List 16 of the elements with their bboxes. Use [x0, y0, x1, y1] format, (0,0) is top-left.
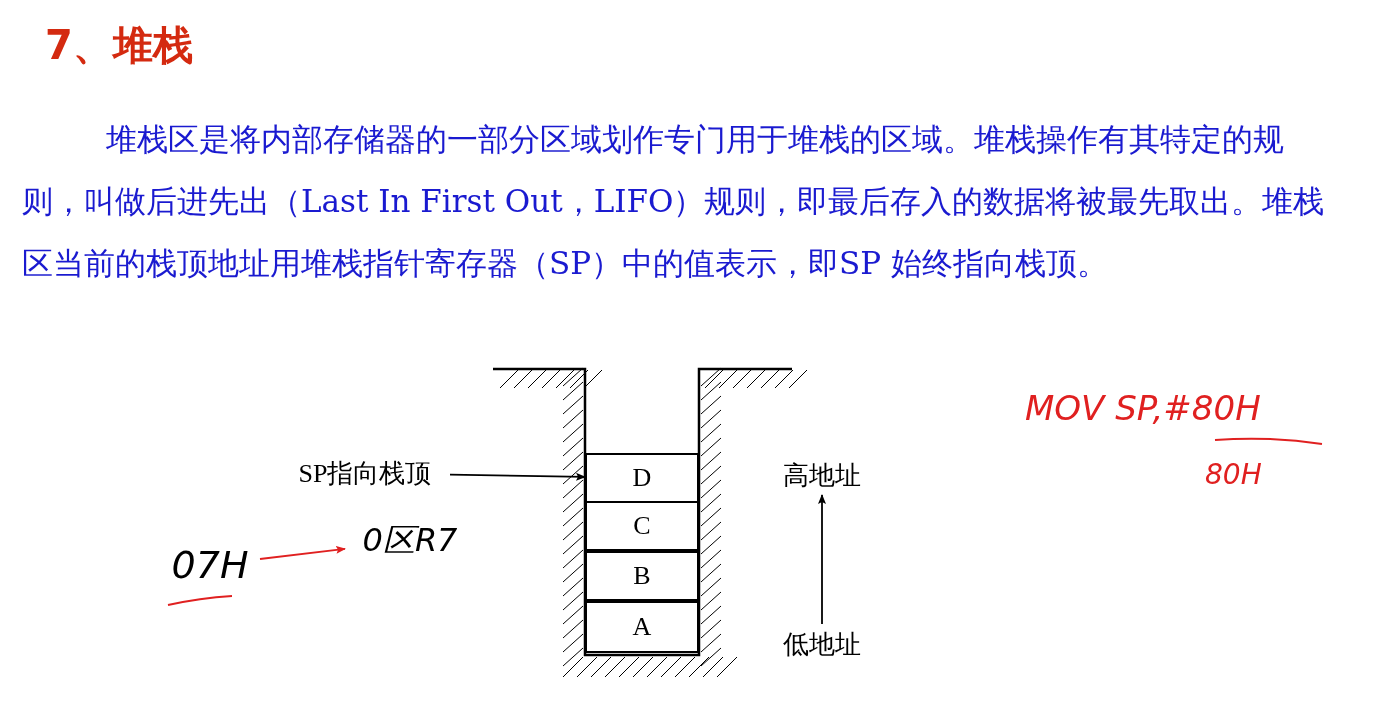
handwritten-note: 80H: [1205, 458, 1262, 491]
arrow: [259, 545, 346, 560]
arrow: [818, 494, 826, 625]
handwritten-note: 07H: [160, 540, 260, 590]
handwritten-note: 0区R7: [345, 518, 475, 564]
stack-cell: D: [585, 453, 699, 503]
handwritten-note: MOV SP,#80H: [1025, 388, 1261, 428]
stack-cell: A: [585, 601, 699, 653]
stack-cell: C: [585, 501, 699, 551]
slide-title: 7、堆栈: [45, 21, 193, 70]
arrow: [449, 472, 586, 481]
address-label: 高地址: [774, 455, 870, 495]
stack-cell: B: [585, 551, 699, 601]
pointer-label: SP指向栈顶: [280, 452, 450, 494]
address-label: 低地址: [774, 624, 870, 664]
paragraph-text: 堆栈区是将内部存储器的一部分区域划作专门用于堆栈的区域。堆栈操作有其特定的规则，叫做后进先出（Last In First Out，LIFO）规则，即最后存入的数据将被最先取出。堆栈区当前的栈顶地址用堆栈指针寄存器（SP）中的值表示，即SP 始终指向栈顶。: [22, 120, 1326, 283]
